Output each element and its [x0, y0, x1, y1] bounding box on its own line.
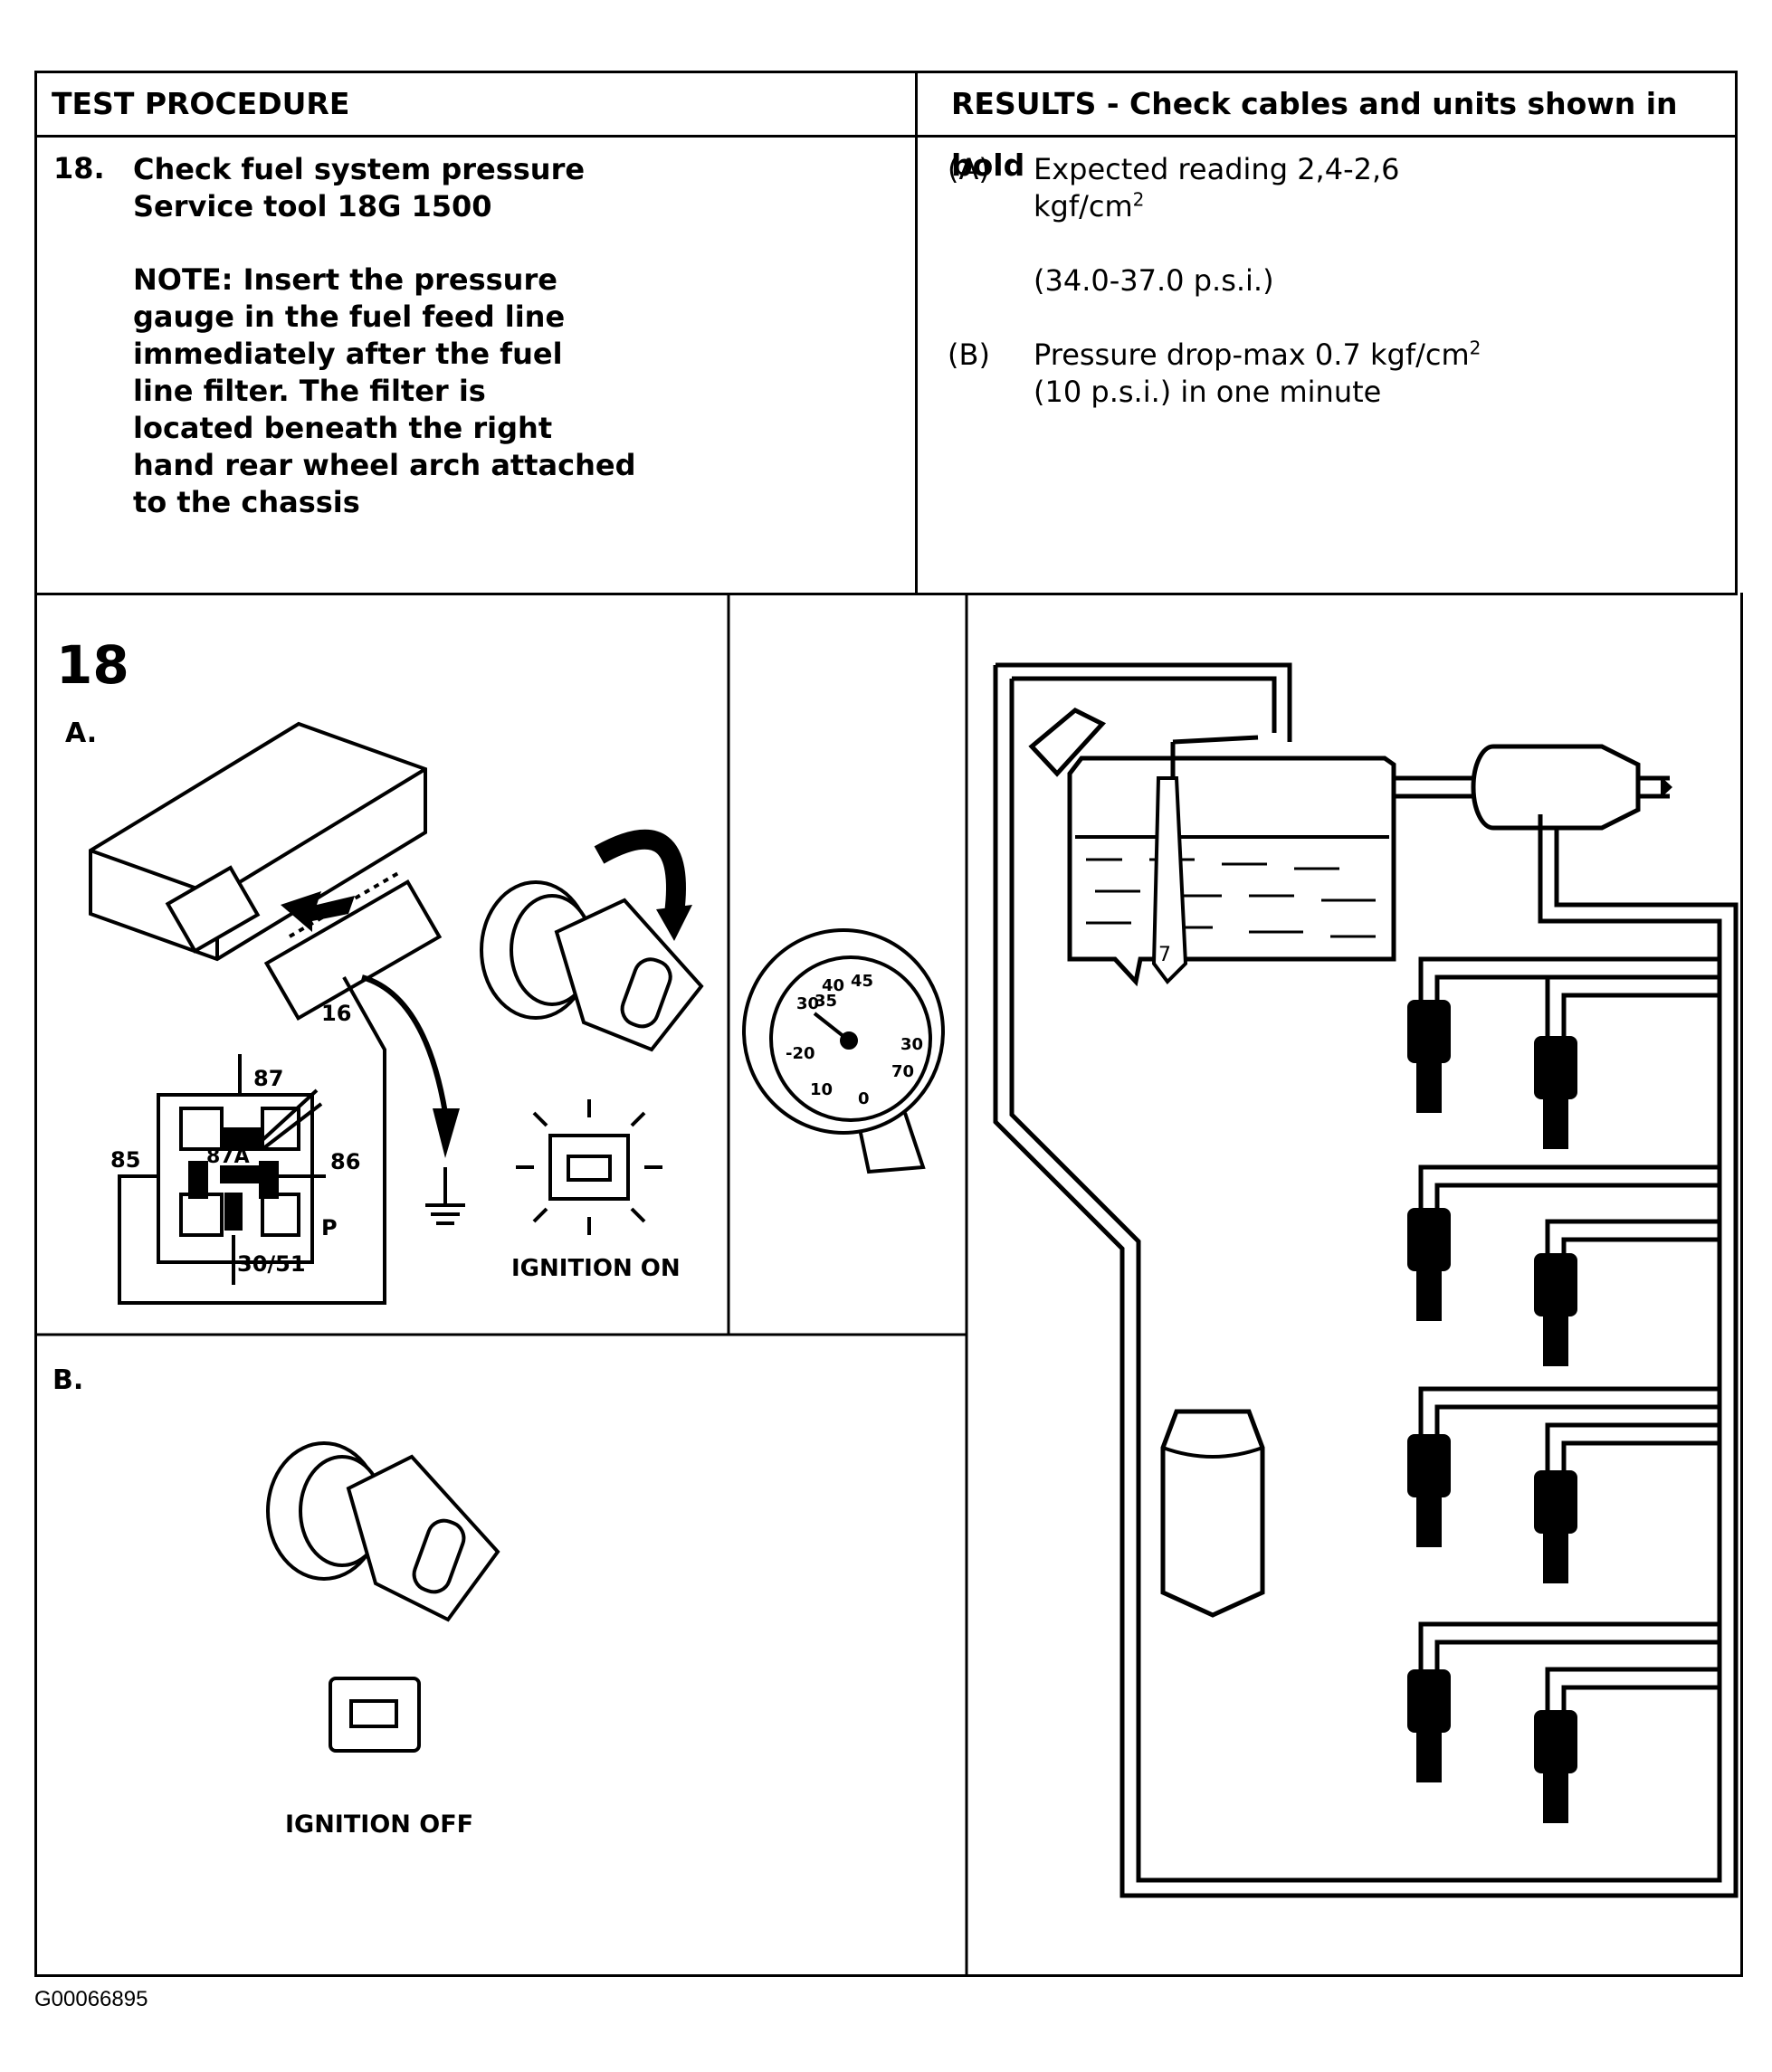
gauge-tick: 35 [815, 992, 837, 1011]
note-line: gauge in the fuel feed line [133, 299, 566, 334]
pressure-gauge-icon [742, 928, 945, 1174]
battery-warning-lamp-off-icon [329, 1677, 421, 1753]
result-a: (A) Expected reading 2,4-2,6 kgf/cm2 (34… [948, 151, 1726, 299]
diagram-frame [34, 593, 1743, 1977]
result-a-line3: (34.0-37.0 p.s.i.) [1034, 263, 1274, 298]
note-line: immediately after the fuel [133, 337, 563, 371]
relay-85-label: 85 [110, 1147, 140, 1173]
pump-number-label: 7 [1158, 944, 1171, 966]
gauge-tick: 0 [858, 1089, 870, 1108]
header-divider [37, 135, 1735, 138]
result-a-unit: kgf/cm [1034, 189, 1133, 223]
gauge-tick: 40 [822, 976, 844, 995]
relay-3051-label: 30/51 [237, 1251, 306, 1277]
gauge-scale: 40 45 30 35 -20 10 0 70 30 [786, 972, 923, 1108]
result-a-line1: Expected reading 2,4-2,6 [1034, 152, 1400, 186]
step-number: 18. [53, 151, 105, 185]
ground-icon [425, 1167, 465, 1225]
test-procedure-table: TEST PROCEDURE RESULTS - Check cables an… [34, 71, 1738, 595]
note-line: hand rear wheel arch attached [133, 448, 636, 482]
ecu-unit [89, 721, 443, 1022]
result-b-line1: Pressure drop-max 0.7 kgf/cm2 [1034, 337, 1726, 374]
gauge-tick: 70 [891, 1062, 914, 1081]
procedure-title: Check fuel system pressure [133, 152, 586, 186]
result-b-text: Pressure drop-max 0.7 kgf/cm [1034, 337, 1470, 372]
rotate-arrow-icon [594, 829, 686, 916]
fuel-system-schematic: 7 [993, 662, 1739, 1898]
note-line: line filter. The filter is [133, 374, 486, 408]
procedure-text: Check fuel system pressure Service tool … [133, 151, 875, 521]
note-line: to the chassis [133, 485, 360, 519]
gauge-tick: 30 [796, 994, 819, 1013]
result-a-unit-sup: 2 [1132, 188, 1145, 211]
relay-86-label: 86 [330, 1149, 360, 1174]
ignition-off-label: IGNITION OFF [285, 1811, 473, 1839]
figure-code: G00066895 [34, 1987, 148, 2011]
fuel-injector-icon [1407, 1000, 1577, 1149]
note-line: NOTE: Insert the pressure [133, 262, 557, 297]
header-test-procedure: TEST PROCEDURE [52, 86, 350, 121]
ignition-on-label: IGNITION ON [511, 1255, 681, 1282]
column-divider [915, 73, 918, 593]
result-b-label: (B) [948, 337, 990, 372]
result-a-label: (A) [948, 152, 990, 186]
relay-p-label: P [321, 1215, 338, 1240]
result-a-line2: kgf/cm2 [1034, 188, 1726, 225]
gauge-tick: 30 [900, 1035, 923, 1054]
fuel-injector-icon [1407, 1434, 1577, 1583]
results-text: (A) Expected reading 2,4-2,6 kgf/cm2 (34… [948, 151, 1726, 411]
panel-a-label: A. [65, 718, 97, 749]
procedure-tool: Service tool 18G 1500 [133, 189, 492, 223]
arrow-down-icon [433, 1108, 460, 1158]
arrow-disconnect-icon [281, 891, 355, 932]
procedure-note: NOTE: Insert the pressure gauge in the f… [133, 261, 875, 521]
relay-87a-label: 87A [206, 1145, 250, 1168]
gauge-tick: -20 [786, 1044, 815, 1063]
gauge-tick: 10 [810, 1080, 833, 1099]
fuel-injector-icon [1407, 1208, 1577, 1366]
gauge-tick: 45 [851, 972, 873, 991]
panel-b-label: B. [52, 1364, 83, 1396]
note-line: located beneath the right [133, 411, 553, 445]
figure-number: 18 [56, 634, 129, 696]
relay-diagram [157, 1054, 326, 1285]
ignition-key-icon [480, 880, 704, 1052]
result-b: (B) Pressure drop-max 0.7 kgf/cm2 (10 p.… [948, 337, 1726, 411]
result-b-unit-sup: 2 [1469, 337, 1481, 359]
battery-warning-lamp-on-icon [516, 1099, 662, 1235]
header-results: RESULTS - Check cables and units shown i… [951, 86, 1678, 183]
ignition-key-off-icon [266, 1441, 500, 1622]
relay-87-label: 87 [253, 1066, 283, 1091]
pin-16-label: 16 [321, 1001, 351, 1026]
fuel-injector-icon [1407, 1669, 1577, 1823]
result-b-line2: (10 p.s.i.) in one minute [1034, 375, 1382, 409]
